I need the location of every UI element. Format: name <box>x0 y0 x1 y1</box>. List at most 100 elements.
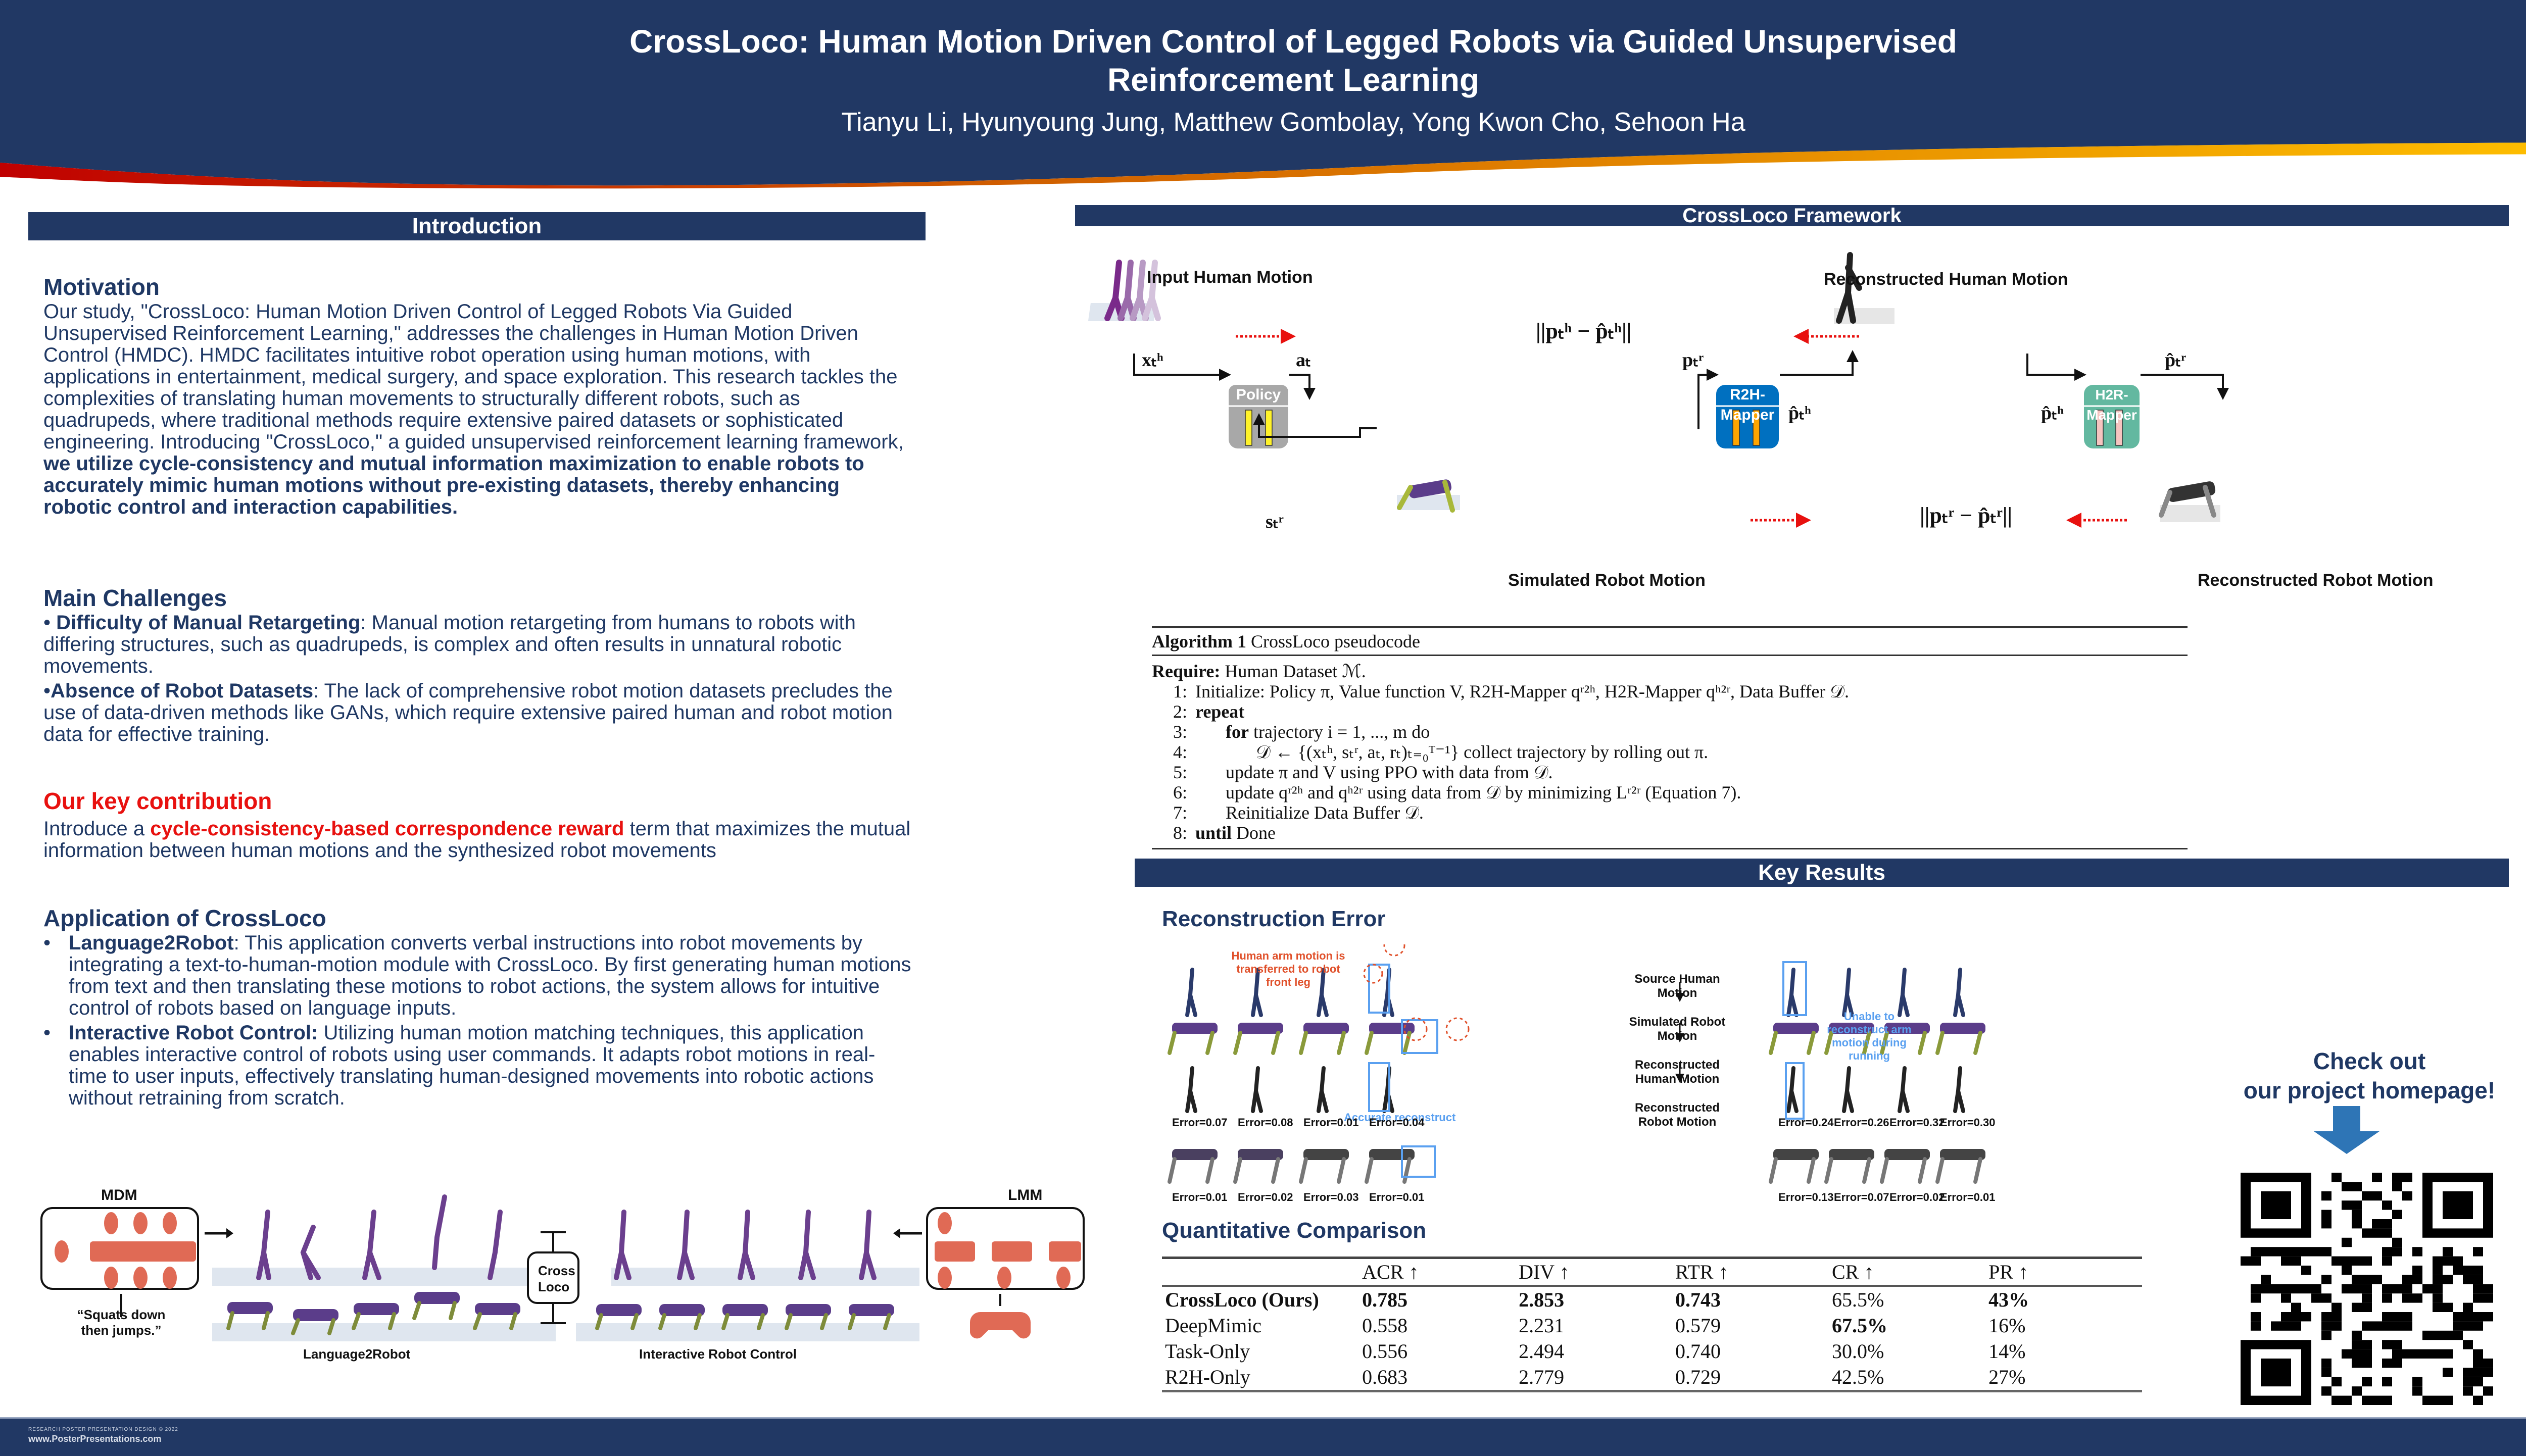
error-value: Error=0.26 <box>1834 1116 1889 1129</box>
metric-cell: 0.558 <box>1362 1314 1408 1337</box>
simulated-robot <box>1940 1023 1985 1034</box>
simulated-robot <box>1773 1023 1819 1034</box>
title-line-1: CrossLoco: Human Motion Driven Control o… <box>629 23 1957 60</box>
algorithm-require: Require: Human Dataset ℳ. <box>1152 661 1366 681</box>
line-number: 8: <box>1173 823 1187 843</box>
reconstructed-robot <box>1940 1149 1985 1160</box>
method-name-cell: R2H-Only <box>1165 1366 1250 1388</box>
error-value: Error=0.13 <box>1778 1191 1834 1203</box>
symbol-x-h: xₜʰ <box>1142 349 1163 371</box>
robot-legs <box>1365 1157 1412 1184</box>
language2robot-caption: Language2Robot <box>303 1346 411 1362</box>
reconstruction-error-heading: Reconstruction Error <box>1162 907 1386 931</box>
metric-cell: 16% <box>1988 1314 2026 1337</box>
crossloco-center-label: Cross Loco <box>538 1263 575 1294</box>
line-number: 4: <box>1173 742 1187 762</box>
robot-legs <box>1168 1157 1215 1184</box>
footer-credit: RESEARCH POSTER PRESENTATION DESIGN © 20… <box>28 1427 178 1432</box>
title-line-2: Reinforcement Learning <box>1107 62 1480 98</box>
symbol-phat-r: p̂ₜʳ <box>2165 349 2187 371</box>
human-reconstruction-loss: ||pₜʰ − p̂ₜʰ|| <box>1536 319 1632 343</box>
robot-legs <box>1824 1031 1871 1055</box>
simulated-robot <box>1829 1023 1874 1034</box>
reconstruction-error-figure: Human arm motion is transferred to robot… <box>1162 944 2172 1207</box>
contribution-heading: Our key contribution <box>43 788 272 814</box>
method-name-cell: CrossLoco (Ours) <box>1165 1288 1319 1311</box>
reconstructed-robot <box>1238 1149 1283 1160</box>
policy-label: Policy <box>1236 386 1281 403</box>
reconstructed-robot <box>1773 1149 1819 1160</box>
error-value: Error=0.01 <box>1940 1191 1996 1203</box>
table-header-cell: DIV ↑ <box>1519 1261 1570 1283</box>
framework-diagram: Input Human Motion Reconstructed Human M… <box>1071 227 2526 601</box>
reconstructed-human <box>1317 1066 1329 1113</box>
error-value: Error=0.01 <box>1303 1116 1359 1129</box>
recon-row-label: Simulated Robot Motion <box>1629 1015 1726 1043</box>
robot-legs <box>1365 1031 1412 1055</box>
robot-legs <box>1935 1157 1982 1184</box>
homepage-line-1: Check out <box>2313 1048 2426 1074</box>
reconstructed-human <box>1786 1066 1799 1113</box>
line-number: 7: <box>1173 802 1187 823</box>
quantitative-table: ACR ↑DIV ↑RTR ↑CR ↑PR ↑ CrossLoco (Ours)… <box>1162 1257 2142 1392</box>
reconstructed-robot <box>1303 1149 1349 1160</box>
introduction-header: Introduction <box>28 212 926 240</box>
line-number: 1: <box>1173 681 1187 701</box>
human-motion-sequence <box>256 1194 877 1280</box>
poster-header: CrossLoco: Human Motion Driven Control o… <box>0 0 2526 192</box>
down-arrow-icon <box>2314 1106 2379 1154</box>
applications-figure: MDM LMM <box>30 1177 1101 1369</box>
metric-cell: 42.5% <box>1831 1366 1884 1388</box>
motivation-heading: Motivation <box>43 274 160 300</box>
annotation-arm-to-leg: Human arm motion is transferred to robot… <box>1231 949 1345 988</box>
line-number: 3: <box>1173 722 1187 742</box>
error-value: Error=0.03 <box>1303 1191 1359 1203</box>
robot-legs <box>1880 1157 1927 1184</box>
source-human <box>1786 968 1799 1017</box>
robot-legs <box>1769 1031 1816 1055</box>
simulated-robot <box>1884 1023 1930 1034</box>
highlight-box <box>1401 1019 1438 1054</box>
simulated-robot <box>1369 1023 1415 1034</box>
error-value: Error=0.02 <box>1238 1191 1293 1203</box>
h2r-label: H2R-Mapper <box>2086 387 2137 423</box>
reconstructed-robot <box>1172 1149 1218 1160</box>
algorithm-line: 1:Initialize: Policy π, Value function V… <box>1152 681 2188 701</box>
reconstructed-human <box>1898 1066 1910 1113</box>
simulated-robot <box>1172 1023 1218 1034</box>
lmm-label: LMM <box>1008 1187 1043 1203</box>
algorithm-line: 3:for trajectory i = 1, ..., m do <box>1152 722 2188 742</box>
highlight-box <box>1368 1062 1390 1112</box>
quantitative-heading: Quantitative Comparison <box>1162 1218 1427 1243</box>
robot-legs <box>1168 1031 1215 1055</box>
metric-cell: 2.853 <box>1519 1288 1565 1311</box>
highlight-box <box>1782 961 1807 1016</box>
error-value: Error=0.01 <box>1172 1191 1228 1203</box>
table-header-cell: ACR ↑ <box>1362 1261 1419 1283</box>
source-human <box>1251 968 1263 1017</box>
table-header-cell: RTR ↑ <box>1675 1261 1729 1283</box>
symbol-a-t: aₜ <box>1296 349 1311 371</box>
header-wave-stripe <box>0 142 2526 189</box>
project-homepage-qr-code[interactable] <box>2241 1173 2493 1405</box>
crossloco-center-box <box>527 1251 579 1304</box>
symbol-phat-h-out: p̂ₜʰ <box>1788 403 1811 424</box>
symbol-s-r: sₜʳ <box>1266 511 1284 532</box>
simulated-robot <box>1238 1023 1283 1034</box>
source-human <box>1953 968 1965 1017</box>
metric-cell: 0.556 <box>1362 1340 1408 1363</box>
metric-cell: 0.743 <box>1675 1288 1721 1311</box>
recon-human-label: Reconstructed Human Motion <box>1824 270 2068 289</box>
input-human-figures <box>1104 260 1161 321</box>
metric-cell: 65.5% <box>1831 1288 1884 1311</box>
text-prompt: “Squats down then jumps.” <box>77 1307 166 1338</box>
motivation-text: Our study, "CrossLoco: Human Motion Driv… <box>43 300 904 518</box>
footer-website[interactable]: www.PosterPresentations.com <box>28 1434 162 1444</box>
application-item: • Interactive Robot Control: Utilizing h… <box>43 1022 876 1109</box>
error-value: Error=0.07 <box>1834 1191 1889 1203</box>
metric-cell: 27% <box>1988 1366 2026 1388</box>
framework-header: CrossLoco Framework <box>1075 205 2509 226</box>
error-value: Error=0.32 <box>1889 1116 1945 1129</box>
